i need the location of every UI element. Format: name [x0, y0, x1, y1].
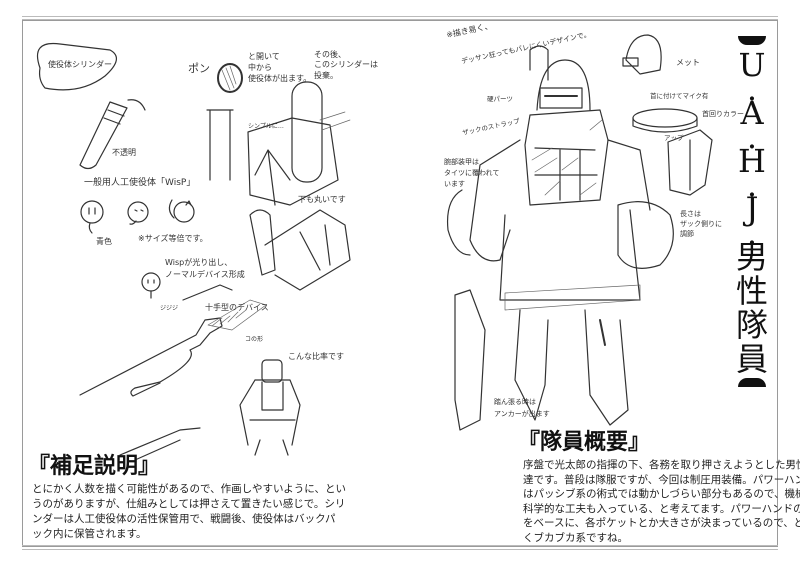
title-open-bracket	[734, 34, 770, 46]
note-bottom-round: 下も丸いです	[298, 195, 346, 204]
label-bubble	[36, 42, 117, 91]
text-line: くブカブカ系ですね。	[523, 531, 628, 544]
text-line: 序盤で光太郎の指揮の下、各務を取り押さえようとした男性隊員	[523, 459, 800, 471]
text-line: をベースに、各ポケットとか大きさが決まっているので、どことな	[523, 517, 800, 529]
note-opens: と開いて	[248, 52, 280, 61]
text-line: 達です。普段は隊服ですが、今回は制圧用装備。パワーハンドなど	[523, 473, 800, 486]
text-line: うのがありますが、仕組みとしては押さえて置きたい感じで。シリ	[32, 498, 346, 510]
note-anchor-2: アンカーが出ます	[494, 410, 550, 418]
note-cross-device: 十手型のデバイス	[205, 303, 269, 312]
note-opaque: 不透明	[112, 148, 136, 157]
note-mic: 首に付けてマイク有	[650, 92, 709, 100]
member-overview-heading: 『隊員概要』	[518, 429, 651, 455]
note-jiji: ジジジ	[160, 305, 179, 312]
note-arm-1: 腕部装甲は	[444, 158, 479, 166]
note-arm-3: います	[444, 180, 465, 188]
note-rod: コの形	[245, 336, 264, 343]
text-line: ンダーは人工使役体の活性保管用で、戦闘後、使役体はバックパ	[32, 513, 336, 525]
title-char: .	[746, 118, 758, 156]
note-length-3: 調節	[680, 230, 694, 238]
note-length-2: ザック側りに	[680, 220, 722, 228]
note-like-this: こんな比率です	[288, 352, 344, 361]
title-char: .	[746, 70, 758, 108]
note-wisp-title: 一般用人工使役体「WisP」	[84, 178, 196, 188]
note-simple: シンプルに…	[248, 123, 284, 130]
supplement-heading: 『補足説明』	[28, 453, 161, 479]
title-char: .	[746, 214, 758, 252]
equipment-detail-sketches	[622, 34, 713, 196]
note-discard: 投棄。	[314, 71, 338, 80]
note-pon: ポン	[188, 62, 210, 75]
page-frame-bottom	[22, 545, 778, 550]
cylinder-sketch	[79, 99, 146, 170]
note-after: その後、	[314, 50, 346, 59]
title-char: U	[738, 46, 766, 84]
text-line: はパッシブ系の術式では動かしづらい部分もあるので、機械、化	[523, 488, 800, 500]
text-line: とにかく人数を描く可能性があるので、作画しやすいように、とい	[32, 483, 346, 495]
page-title: U . A . H . J . 男 性 隊 員	[734, 32, 770, 392]
title-char: 員	[735, 340, 768, 378]
title-char: 隊	[735, 306, 768, 344]
title-char: 性	[735, 272, 768, 310]
note-blue: 青色	[96, 237, 112, 246]
backpack-cylinder-sketch	[247, 81, 351, 206]
wisp-faces	[80, 199, 195, 299]
note-cylinder-label: 使役体シリンダー	[48, 60, 112, 69]
page-frame	[22, 20, 778, 547]
title-char: A	[740, 94, 764, 132]
title-char: .	[746, 166, 758, 204]
note-helmet: メット	[676, 58, 700, 67]
jitte-weapon-sketch	[79, 284, 267, 461]
large-soldier-sketch	[446, 45, 674, 431]
note-anchor-1: 踏ん張る時は	[494, 398, 536, 406]
supplement-text: とにかく人数を描く可能性があるので、作画しやすいように、とい うのがありますが、…	[32, 482, 346, 542]
title-char: H	[738, 142, 766, 180]
box-sketch	[249, 209, 351, 291]
note-cylinder-discarded: このシリンダーは	[314, 60, 378, 69]
note-up: アップ	[664, 134, 684, 142]
opening-cylinder-sketch	[206, 63, 243, 181]
title-char: J	[745, 190, 759, 228]
note-normal-device: ノーマルデバイス形成	[165, 270, 245, 279]
note-from-inside: 中から	[248, 63, 272, 72]
text-line: ック内に保管されます。	[32, 528, 147, 540]
note-servant-out: 使役体が出ます。	[248, 74, 312, 83]
page-frame-top	[22, 16, 778, 20]
note-size: ※サイズ等倍です。	[138, 234, 208, 243]
note-arm-2: タイツに覆われて	[444, 169, 500, 177]
text-line: 科学的な工夫も入っている、と考えてます。パワーハンドの大きさ	[523, 502, 800, 515]
member-overview-text: 序盤で光太郎の指揮の下、各務を取り押さえようとした男性隊員 達です。普段は隊服で…	[523, 458, 800, 545]
note-hard-parts: 硬パーツ	[487, 95, 513, 103]
title-close-bracket	[734, 378, 770, 390]
note-collar: 首回りカラー	[702, 110, 744, 118]
note-wisp-glow: Wispが光り出し、	[165, 258, 233, 267]
note-length-1: 長さは	[680, 210, 701, 218]
small-soldier-sketch	[239, 359, 301, 456]
title-char: 男	[735, 238, 768, 276]
